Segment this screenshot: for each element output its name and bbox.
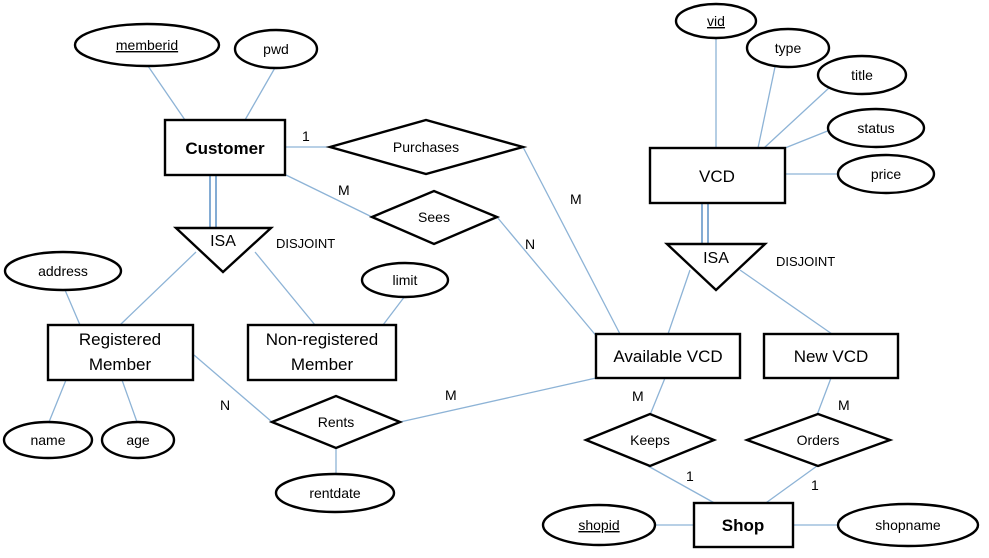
relationship-purchases: Purchases — [325, 118, 528, 176]
svg-text:Member: Member — [291, 355, 354, 374]
connector-lines — [48, 37, 838, 526]
entity-new-vcd: New VCD — [762, 332, 900, 380]
entity-shop: Shop — [692, 501, 795, 549]
attribute-shopname: shopname — [836, 502, 980, 548]
svg-text:title: title — [851, 67, 873, 83]
svg-text:shopid: shopid — [578, 517, 619, 533]
cardinality-labels: 1 M M N N M M 1 M 1 — [220, 128, 850, 493]
svg-text:address: address — [38, 263, 88, 279]
svg-text:shopname: shopname — [875, 517, 941, 533]
svg-text:Customer: Customer — [185, 139, 265, 158]
svg-text:Member: Member — [89, 355, 152, 374]
attribute-title: title — [816, 54, 908, 96]
svg-text:Orders: Orders — [797, 432, 840, 448]
entity-vcd: VCD — [648, 146, 787, 205]
entity-customer: Customer — [163, 118, 287, 177]
svg-text:Sees: Sees — [418, 209, 450, 225]
relationship-rents: Rents — [268, 394, 404, 450]
svg-text:ISA: ISA — [210, 233, 236, 250]
relationship-orders: Orders — [743, 412, 894, 468]
attribute-pwd: pwd — [233, 28, 319, 70]
attribute-name: name — [2, 420, 94, 460]
cardinality-label: 1 — [811, 477, 819, 493]
svg-text:memberid: memberid — [116, 37, 178, 53]
svg-text:Registered: Registered — [79, 330, 161, 349]
attribute-shopid: shopid — [541, 503, 657, 547]
svg-text:rentdate: rentdate — [309, 485, 361, 501]
attribute-memberid: memberid — [73, 22, 221, 68]
cardinality-label: M — [570, 191, 582, 207]
cardinality-label: 1 — [302, 128, 310, 144]
cardinality-label: M — [445, 387, 457, 403]
svg-text:Non-registered: Non-registered — [266, 330, 378, 349]
isa-vcd: ISA — [663, 242, 769, 292]
relationship-keeps: Keeps — [582, 412, 718, 468]
svg-text:type: type — [775, 40, 802, 56]
attribute-price: price — [836, 153, 936, 195]
svg-text:pwd: pwd — [263, 41, 289, 57]
svg-text:price: price — [871, 166, 902, 182]
isa-double-lines — [209, 175, 709, 244]
cardinality-label: 1 — [686, 468, 694, 484]
attribute-vid: vid — [674, 2, 758, 40]
cardinality-label: M — [632, 388, 644, 404]
constraint-label: DISJOINT — [776, 254, 835, 269]
svg-text:Rents: Rents — [318, 414, 355, 430]
relationship-sees: Sees — [368, 189, 501, 246]
attribute-type: type — [745, 27, 831, 69]
attribute-rentdate: rentdate — [274, 472, 396, 514]
cardinality-label: M — [838, 397, 850, 413]
entity-registered-member: Registered Member — [46, 323, 195, 382]
cardinality-label: M — [338, 182, 350, 198]
svg-text:limit: limit — [393, 272, 418, 288]
svg-text:vid: vid — [707, 13, 725, 29]
attribute-status: status — [826, 107, 926, 149]
svg-text:ISA: ISA — [703, 250, 729, 267]
cardinality-label: N — [525, 236, 535, 252]
svg-text:age: age — [126, 432, 150, 448]
svg-text:name: name — [30, 432, 65, 448]
isa-customer: ISA — [172, 226, 275, 274]
svg-text:Keeps: Keeps — [630, 432, 670, 448]
attribute-limit: limit — [360, 261, 450, 299]
svg-text:status: status — [857, 120, 894, 136]
entity-available-vcd: Available VCD — [594, 332, 742, 380]
svg-text:VCD: VCD — [699, 167, 735, 186]
svg-text:Available VCD: Available VCD — [613, 347, 722, 366]
svg-text:Shop: Shop — [722, 516, 765, 535]
constraint-label: DISJOINT — [276, 236, 335, 251]
entity-non-registered-member: Non-registered Member — [246, 323, 398, 382]
svg-text:Purchases: Purchases — [393, 139, 459, 155]
cardinality-label: N — [220, 397, 230, 413]
attribute-address: address — [3, 250, 123, 292]
svg-text:New VCD: New VCD — [794, 347, 869, 366]
attribute-age: age — [100, 420, 176, 460]
